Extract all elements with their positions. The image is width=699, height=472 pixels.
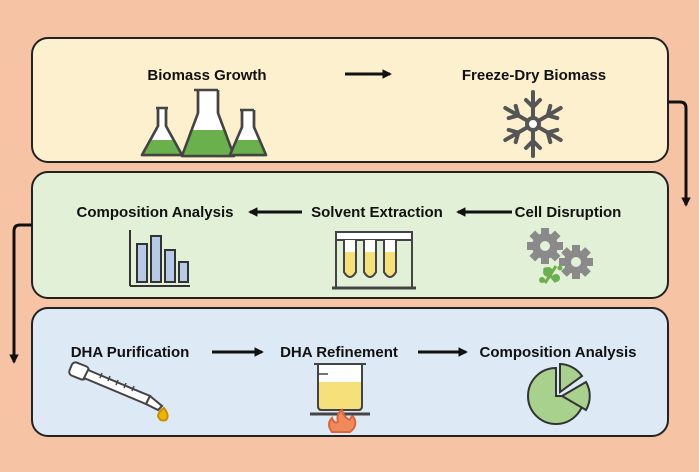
step-label-dha-purification: DHA Purification xyxy=(71,344,190,361)
step-label-dha-refinement: DHA Refinement xyxy=(280,344,398,361)
test-tubes-icon xyxy=(332,231,416,290)
step-label-composition-analysis-1: Composition Analysis xyxy=(77,204,234,221)
connector-arrow-right xyxy=(668,100,691,207)
snowflake-icon xyxy=(503,90,563,158)
flasks-icon xyxy=(140,88,268,158)
dropper-icon xyxy=(68,361,169,422)
step-label-composition-analysis-2: Composition Analysis xyxy=(480,344,637,361)
panel-1 xyxy=(31,37,669,163)
step-label-cell-disruption: Cell Disruption xyxy=(515,204,622,221)
pie-chart-icon xyxy=(527,362,591,425)
bar-chart-icon xyxy=(129,230,190,287)
step-label-biomass-growth: Biomass Growth xyxy=(147,67,266,84)
connector-arrow-left xyxy=(9,223,32,364)
step-label-solvent-extraction: Solvent Extraction xyxy=(311,204,443,221)
beaker-flame-icon xyxy=(310,363,370,433)
step-label-freeze-dry-biomass: Freeze-Dry Biomass xyxy=(462,67,606,84)
